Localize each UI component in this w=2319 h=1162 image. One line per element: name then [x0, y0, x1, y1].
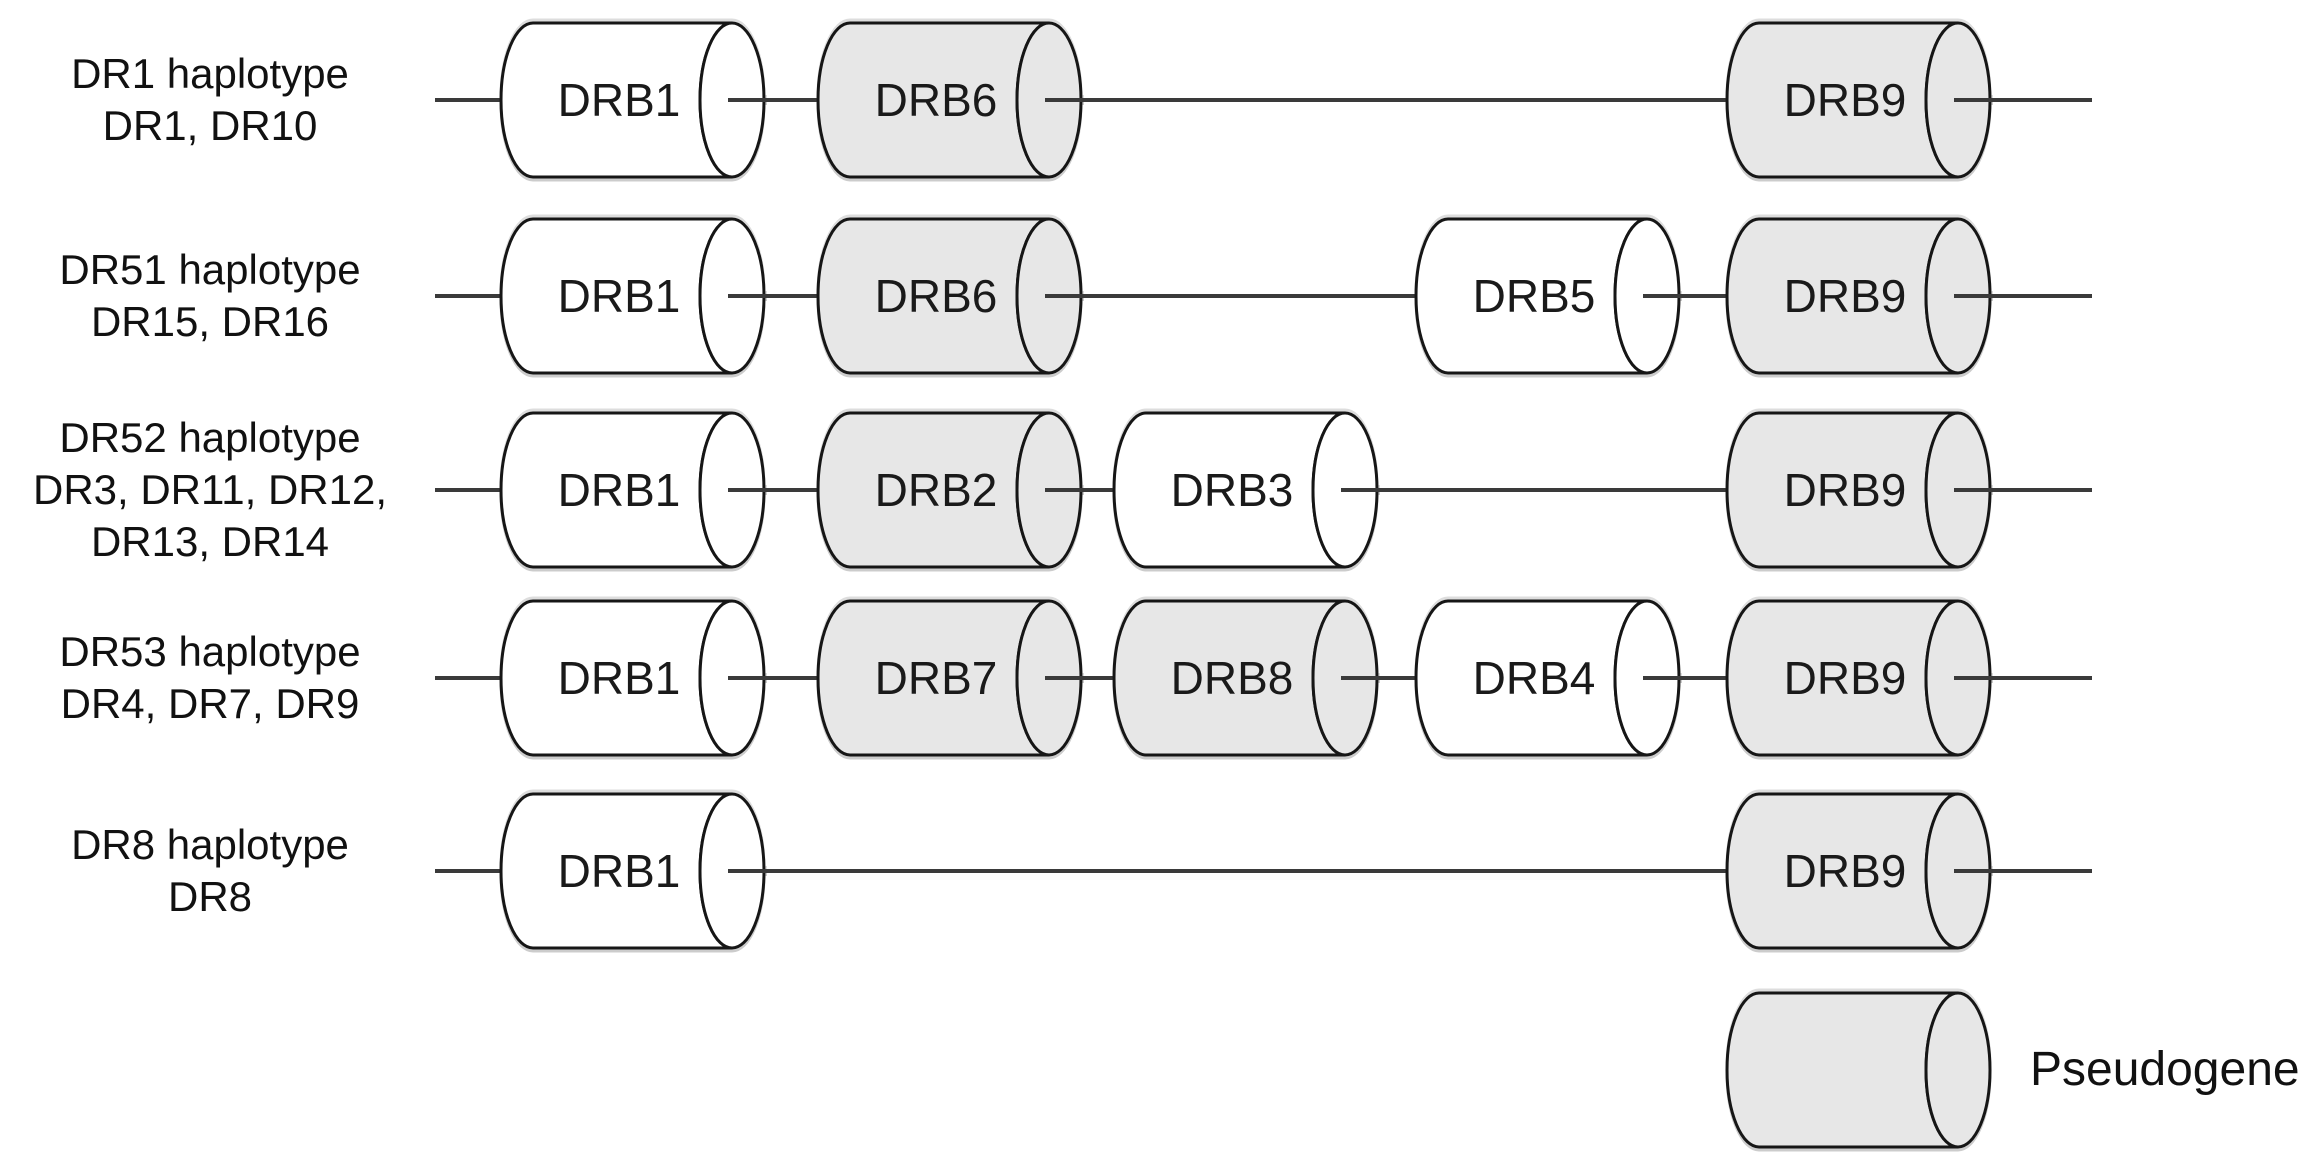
svg-text:DRB9: DRB9	[1784, 652, 1907, 704]
svg-text:DRB7: DRB7	[875, 652, 998, 704]
svg-text:DRB1: DRB1	[558, 270, 681, 322]
svg-text:DRB2: DRB2	[875, 464, 998, 516]
gene-cylinder-drb5: DRB5	[1412, 216, 1682, 381]
svg-text:DRB5: DRB5	[1473, 270, 1596, 322]
gene-cylinder-drb6: DRB6	[814, 216, 1084, 381]
gene-cylinder-drb3: DRB3	[1110, 410, 1380, 575]
gene-cylinder-drb9: DRB9	[1723, 216, 1993, 381]
svg-text:DRB4: DRB4	[1473, 652, 1596, 704]
haplotype-label-line: DR53 haplotype	[59, 628, 361, 675]
gene-cylinder-drb1: DRB1	[497, 216, 767, 381]
haplotype-label-line: DR8	[167, 873, 253, 920]
svg-text:DRB1: DRB1	[558, 652, 681, 704]
haplotype-label-line: DR1, DR10	[102, 102, 318, 149]
svg-text:DRB9: DRB9	[1784, 464, 1907, 516]
legend-pseudogene-cylinder	[1723, 990, 1993, 1155]
gene-cylinder-drb8: DRB8	[1110, 598, 1380, 763]
svg-text:DRB9: DRB9	[1784, 270, 1907, 322]
gene-line	[435, 869, 2092, 873]
svg-text:DRB3: DRB3	[1171, 464, 1294, 516]
gene-cylinder-drb9: DRB9	[1723, 410, 1993, 575]
gene-cylinder-drb2: DRB2	[814, 410, 1084, 575]
gene-cylinder-drb1: DRB1	[497, 20, 767, 185]
haplotype-label-line: DR52 haplotype	[59, 414, 361, 461]
gene-cylinder-drb7: DRB7	[814, 598, 1084, 763]
svg-text:DRB1: DRB1	[558, 464, 681, 516]
gene-cylinder-drb4: DRB4	[1412, 598, 1682, 763]
haplotype-label-line: DR4, DR7, DR9	[60, 680, 360, 727]
svg-text:DRB9: DRB9	[1784, 74, 1907, 126]
haplotype-label-line: DR1 haplotype	[71, 50, 349, 97]
gene-line	[435, 294, 2092, 298]
haplotype-label-line: DR3, DR11, DR12,	[32, 466, 387, 513]
svg-text:DRB6: DRB6	[875, 74, 998, 126]
gene-cylinder-drb9: DRB9	[1723, 598, 1993, 763]
svg-text:DRB6: DRB6	[875, 270, 998, 322]
gene-cylinder-drb1: DRB1	[497, 791, 767, 956]
legend-label: Pseudogene	[2030, 1043, 2300, 1096]
haplotype-label-line: DR15, DR16	[90, 298, 330, 345]
gene-cylinder-drb9: DRB9	[1723, 791, 1993, 956]
gene-cylinder-drb9: DRB9	[1723, 20, 1993, 185]
svg-text:DRB1: DRB1	[558, 845, 681, 897]
gene-line	[435, 98, 2092, 102]
gene-cylinder-drb1: DRB1	[497, 410, 767, 575]
svg-text:DRB1: DRB1	[558, 74, 681, 126]
gene-cylinder-drb6: DRB6	[814, 20, 1084, 185]
haplotype-label-line: DR51 haplotype	[59, 246, 361, 293]
haplotype-label-line: DR8 haplotype	[71, 821, 349, 868]
gene-cylinder-drb1: DRB1	[497, 598, 767, 763]
svg-text:DRB9: DRB9	[1784, 845, 1907, 897]
haplotype-label-line: DR13, DR14	[90, 518, 330, 565]
svg-text:DRB8: DRB8	[1171, 652, 1294, 704]
